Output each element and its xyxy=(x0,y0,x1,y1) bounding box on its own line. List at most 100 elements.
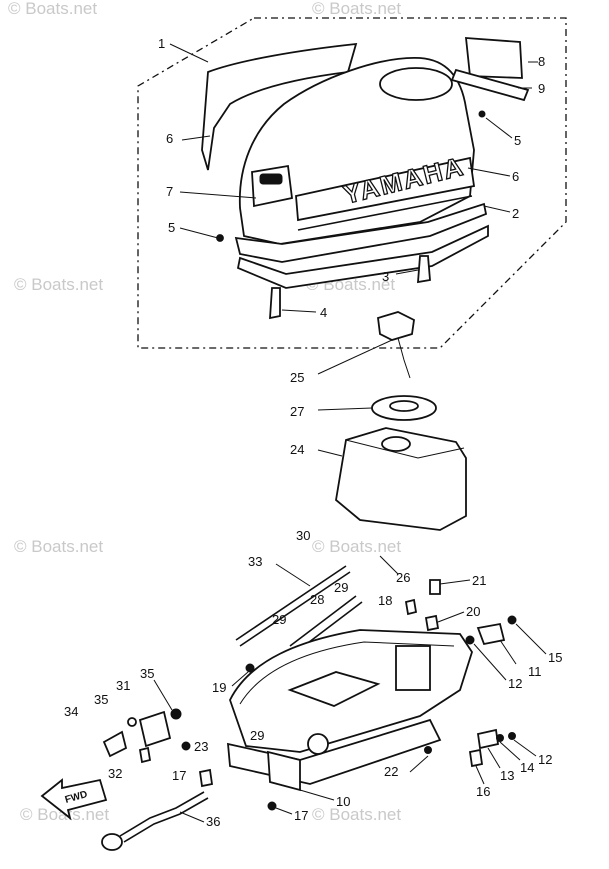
cable-36-plug xyxy=(101,833,123,851)
leader-1 xyxy=(169,43,209,63)
bolt-15 xyxy=(507,615,517,625)
bolt-17-lower xyxy=(267,801,277,811)
fuel-tank xyxy=(335,427,467,531)
callout-10: 10 xyxy=(336,794,350,809)
callout-29-mid: 29 xyxy=(272,612,286,627)
fitting-21 xyxy=(429,579,441,595)
callout-22: 22 xyxy=(384,764,398,779)
callout-12-lower: 12 xyxy=(538,752,552,767)
callout-32: 32 xyxy=(108,766,122,781)
callout-5-right: 5 xyxy=(514,133,521,148)
cowl-bottom-lip xyxy=(236,224,489,289)
cowling-assembly-boundary xyxy=(137,17,567,349)
switch-group xyxy=(101,708,214,851)
callout-13: 13 xyxy=(500,768,514,783)
bottom-cowl-port xyxy=(307,733,329,755)
washer-14 xyxy=(496,734,504,742)
leader-22 xyxy=(409,755,429,773)
leader-24 xyxy=(317,449,343,457)
watermark-top-left: © Boats.net xyxy=(8,0,97,18)
callout-4: 4 xyxy=(320,305,327,320)
switch-34 xyxy=(102,730,128,758)
nut-12-upper xyxy=(465,635,475,645)
bracket-13 xyxy=(476,728,500,750)
leader-19 xyxy=(231,671,249,687)
leader-16 xyxy=(475,765,485,785)
watermark-lower-left: © Boats.net xyxy=(14,537,103,556)
connector-11 xyxy=(476,622,506,646)
leader-36 xyxy=(179,811,205,823)
callout-24: 24 xyxy=(290,442,304,457)
leader-7 xyxy=(179,191,257,199)
callout-19: 19 xyxy=(212,680,226,695)
fuel-tank-top-edge xyxy=(345,439,465,459)
leader-4 xyxy=(281,309,317,313)
callout-26: 26 xyxy=(396,570,410,585)
grommet-23 xyxy=(198,768,214,788)
nut-12-lower xyxy=(508,732,516,740)
leader-27 xyxy=(317,407,373,411)
watermark-mid-left: © Boats.net xyxy=(14,275,103,294)
callout-35-left: 35 xyxy=(94,692,108,707)
leader-35b xyxy=(153,679,173,711)
leader-12b xyxy=(513,739,537,757)
callout-11: 11 xyxy=(528,664,542,679)
callout-7: 7 xyxy=(166,184,173,199)
callout-16: 16 xyxy=(476,784,490,799)
bolt-17-left xyxy=(181,741,191,751)
fuel-tank-group xyxy=(335,311,467,531)
fuel-hose-33 xyxy=(235,565,347,641)
bottom-cowl-rim xyxy=(239,641,455,705)
fwd-arrow-shape xyxy=(40,778,108,821)
leader-11 xyxy=(499,639,517,665)
callout-18: 18 xyxy=(378,593,392,608)
leader-33 xyxy=(275,563,311,587)
watermark-bottom-center: © Boats.net xyxy=(312,805,401,824)
callout-29-upper: 29 xyxy=(334,580,348,595)
leader-5a xyxy=(179,227,219,239)
bottom-cowl-inner-plate xyxy=(287,671,381,707)
fuel-hose-28 xyxy=(289,595,357,647)
callout-36: 36 xyxy=(206,814,220,829)
leader-6a xyxy=(181,135,211,141)
leader-26 xyxy=(379,555,399,575)
callout-27: 27 xyxy=(290,404,304,419)
callout-17-lower: 17 xyxy=(294,808,308,823)
top-cowling: YAMAHA xyxy=(201,37,530,320)
callout-3: 3 xyxy=(382,269,389,284)
leader-3 xyxy=(395,269,419,275)
bottom-seal xyxy=(234,202,488,263)
callout-29-lower: 29 xyxy=(250,728,264,743)
fuel-tank-neck xyxy=(381,436,411,452)
callout-6-right: 6 xyxy=(512,169,519,184)
callout-20: 20 xyxy=(466,604,480,619)
callout-14: 14 xyxy=(520,760,534,775)
callout-21: 21 xyxy=(472,573,486,588)
watermark-top-center: © Boats.net xyxy=(312,0,401,18)
callout-25: 25 xyxy=(290,370,304,385)
cable-36 xyxy=(119,791,205,837)
tank-cap xyxy=(377,311,415,341)
leader-17b xyxy=(275,807,293,815)
leader-2 xyxy=(483,205,511,213)
bottom-cowl-mount xyxy=(395,645,431,691)
callout-35-right: 35 xyxy=(140,666,154,681)
callout-2: 2 xyxy=(512,206,519,221)
callout-5-left: 5 xyxy=(168,220,175,235)
screw-5-right xyxy=(478,110,486,118)
bracket-16 xyxy=(468,748,484,768)
callout-23: 23 xyxy=(194,739,208,754)
washer-35-left xyxy=(127,717,137,727)
cowl-top-oval xyxy=(379,67,453,101)
callout-1: 1 xyxy=(158,36,165,51)
tank-cap-tether xyxy=(397,337,411,379)
leader-5b xyxy=(485,117,513,139)
cowl-stripe-line xyxy=(297,195,473,231)
callout-6-left: 6 xyxy=(166,131,173,146)
callout-8: 8 xyxy=(538,54,545,69)
leader-15 xyxy=(515,623,547,655)
fwd-arrow: FWD xyxy=(40,778,108,821)
bolt-19 xyxy=(245,663,255,673)
callout-34: 34 xyxy=(64,704,78,719)
top-decal xyxy=(464,37,523,79)
